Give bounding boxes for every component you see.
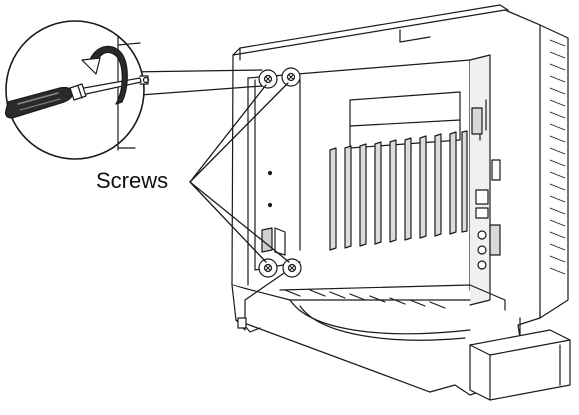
cabinet-base [231,39,571,401]
screw-bottom-right [282,258,302,278]
screws-label: Screws [96,168,169,193]
rotate-ccw-arrow-icon [81,45,128,105]
side-connectors [475,159,501,270]
zoom-callout-lines [124,69,263,96]
screw-bottom-left [258,258,278,278]
screw-top-right [281,67,301,87]
screw-top-left [258,69,278,89]
card-slots [329,130,468,251]
cabinet-body [231,4,569,339]
left-bracket [261,170,286,256]
leader-lines [189,82,290,263]
